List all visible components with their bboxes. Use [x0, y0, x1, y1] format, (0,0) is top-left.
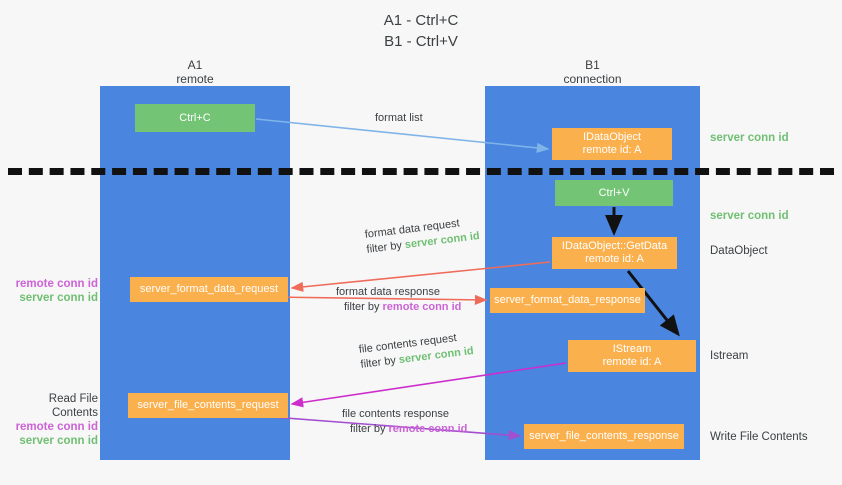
phase-divider [8, 168, 834, 175]
right-note-server-conn-id-1: server conn id [710, 132, 789, 144]
edge-label-format-data-request: format data request filter by server con… [364, 214, 481, 258]
edge-format-data-response-line1: format data response [336, 286, 440, 298]
right-note-write-file-contents: Write File Contents [710, 431, 808, 443]
edge-file-contents-response-filter-value: remote conn id [388, 423, 468, 435]
left-note-server-conn-id-2: server conn id [19, 435, 98, 447]
edge-label-format-list: format list [375, 112, 423, 124]
lane-header-a1: A1 remote [176, 58, 214, 86]
left-note-read-file-contents: Read File Contents remote conn id server… [2, 392, 98, 448]
node-server-file-contents-request[interactable]: server_file_contents_request [128, 393, 288, 418]
lane-header-b1: B1 connection [563, 58, 622, 86]
right-note-istream: Istream [710, 350, 749, 362]
node-idataobject[interactable]: IDataObject remote id: A [552, 128, 672, 160]
node-ctrl-v[interactable]: Ctrl+V [555, 180, 673, 206]
edge-file-contents-response-filter-prefix: filter by [350, 423, 389, 435]
left-note-read-file-contents-label: Read File Contents [48, 393, 98, 419]
edge-format-data-request-filter-prefix: filter by [365, 239, 406, 256]
node-server-format-data-response[interactable]: server_format_data_response [490, 288, 645, 313]
left-note-server-conn-id-1: server conn id [19, 292, 98, 304]
edge-file-contents-request-filter-prefix: filter by [359, 354, 400, 371]
node-server-file-contents-response[interactable]: server_file_contents_response [524, 424, 684, 449]
node-server-format-data-request[interactable]: server_format_data_request [130, 277, 288, 302]
edge-format-data-response-filter-prefix: filter by [344, 301, 383, 313]
node-idataobject-getdata[interactable]: IDataObject::GetData remote id: A [552, 237, 677, 269]
node-ctrl-c[interactable]: Ctrl+C [135, 104, 255, 132]
node-istream[interactable]: IStream remote id: A [568, 340, 696, 372]
edge-label-file-contents-request: file contents request filter by server c… [358, 329, 475, 373]
right-note-server-conn-id-2: server conn id [710, 210, 789, 222]
edge-label-format-data-response: format data response filter by remote co… [336, 285, 461, 315]
left-note-remote-conn-id-2: remote conn id [15, 421, 98, 433]
left-note-remote-conn-id-1: remote conn id [15, 278, 98, 290]
page-title: A1 - Ctrl+C B1 - Ctrl+V [383, 12, 459, 50]
right-note-dataobject: DataObject [710, 245, 768, 257]
left-note-conn-ids-1: remote conn id server conn id [2, 277, 98, 305]
edge-file-contents-response-line1: file contents response [342, 408, 450, 420]
edge-label-file-contents-response: file contents response filter by remote … [342, 407, 467, 437]
edge-format-data-response-filter-value: remote conn id [382, 301, 462, 313]
